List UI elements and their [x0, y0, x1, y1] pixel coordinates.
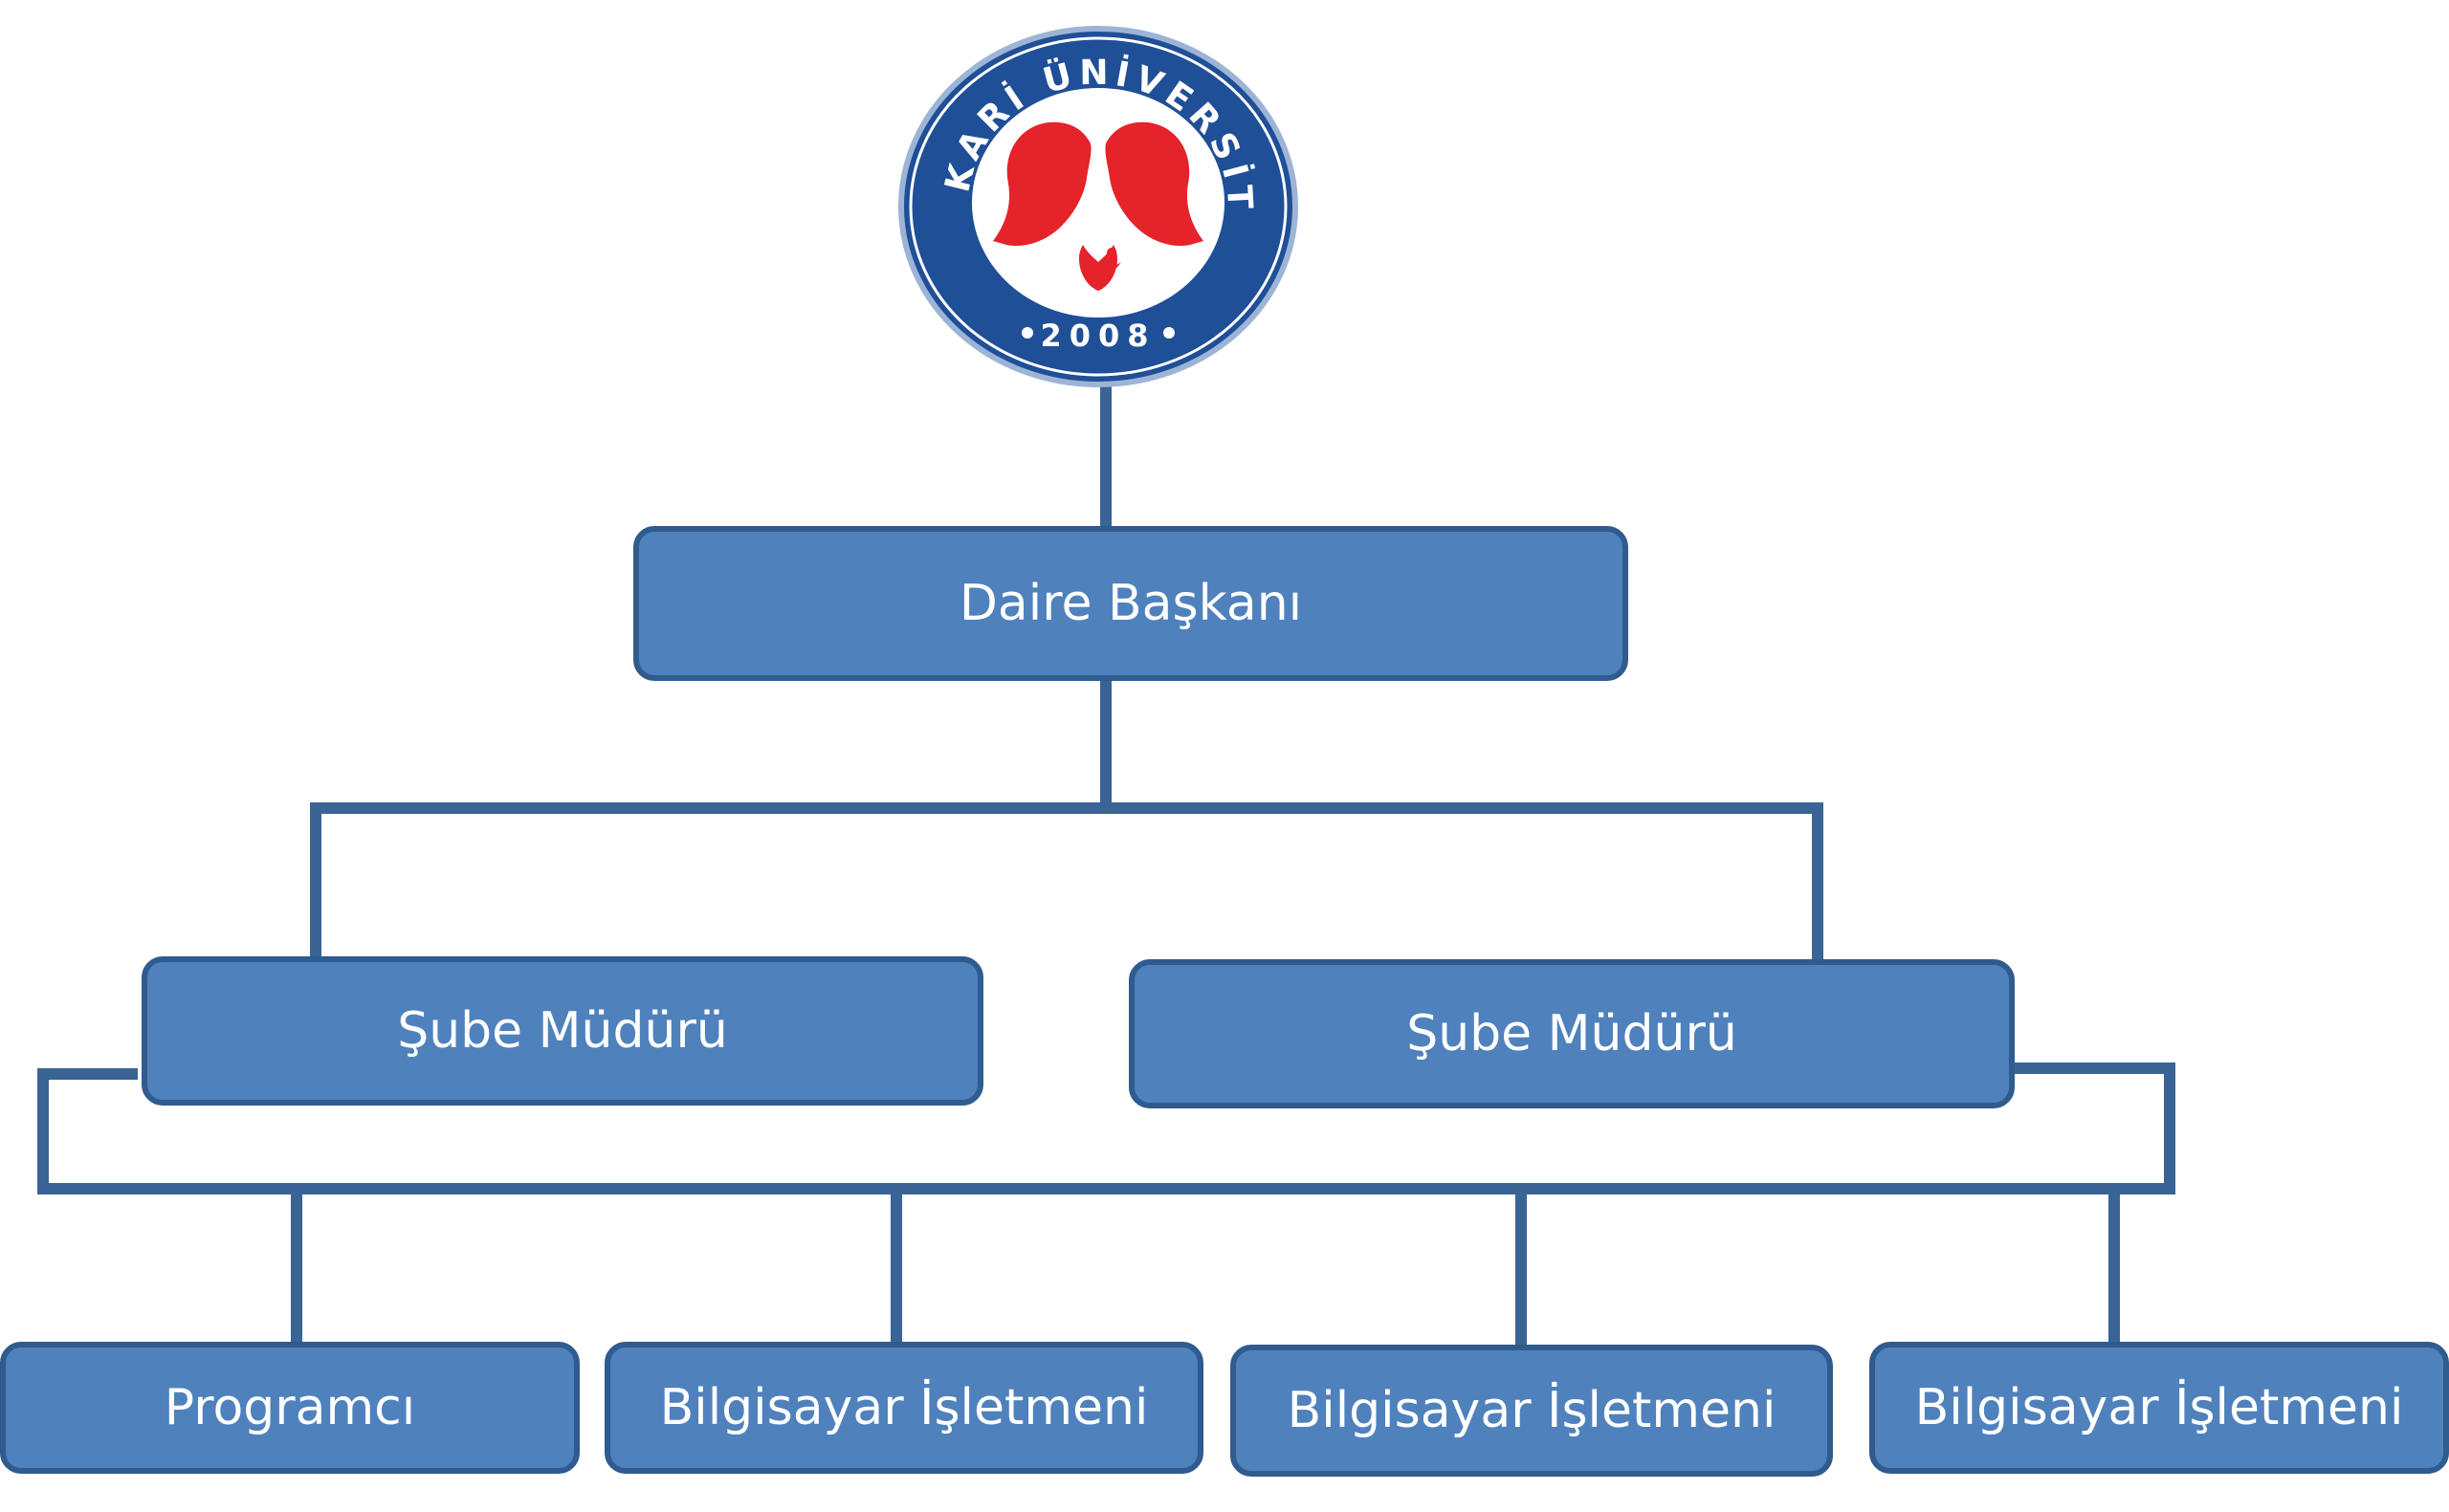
logo-emblem: [993, 121, 1203, 291]
logo-year-text: 2008: [1040, 318, 1156, 354]
node-label: Bilgisayar İşletmeni: [659, 1379, 1149, 1436]
node-bilgisayar-isletmeni-2: Bilgisayar İşletmeni: [1230, 1345, 1833, 1477]
node-label: Bilgisayar İşletmeni: [1914, 1379, 2404, 1436]
logo-dot-left: [1022, 327, 1033, 339]
node-bilgisayar-isletmeni-1: Bilgisayar İşletmeni: [605, 1342, 1203, 1474]
node-daire-baskani: Daire Başkanı: [633, 526, 1628, 681]
node-sube-muduru-right: Şube Müdürü: [1129, 959, 2015, 1108]
emblem-right-petal: [1105, 121, 1203, 247]
node-programci: Programcı: [0, 1342, 580, 1474]
node-label: Daire Başkanı: [959, 575, 1303, 632]
node-bilgisayar-isletmeni-3: Bilgisayar İşletmeni: [1869, 1342, 2449, 1474]
logo-inner-ring-border: [909, 36, 1288, 377]
node-label: Şube Müdürü: [1406, 1005, 1737, 1063]
logo-dot-right: [1163, 327, 1175, 339]
emblem-left-petal: [993, 121, 1092, 247]
node-label: Şube Müdürü: [397, 1002, 728, 1060]
node-label: Programcı: [164, 1379, 416, 1436]
emblem-heart: [1078, 245, 1118, 291]
hakkari-universitesi-logo: HAKKARİ ÜNİVERSİTESİ 2008: [895, 25, 1298, 387]
node-sube-muduru-left: Şube Müdürü: [142, 956, 983, 1106]
node-label: Bilgisayar İşletmeni: [1287, 1382, 1776, 1439]
